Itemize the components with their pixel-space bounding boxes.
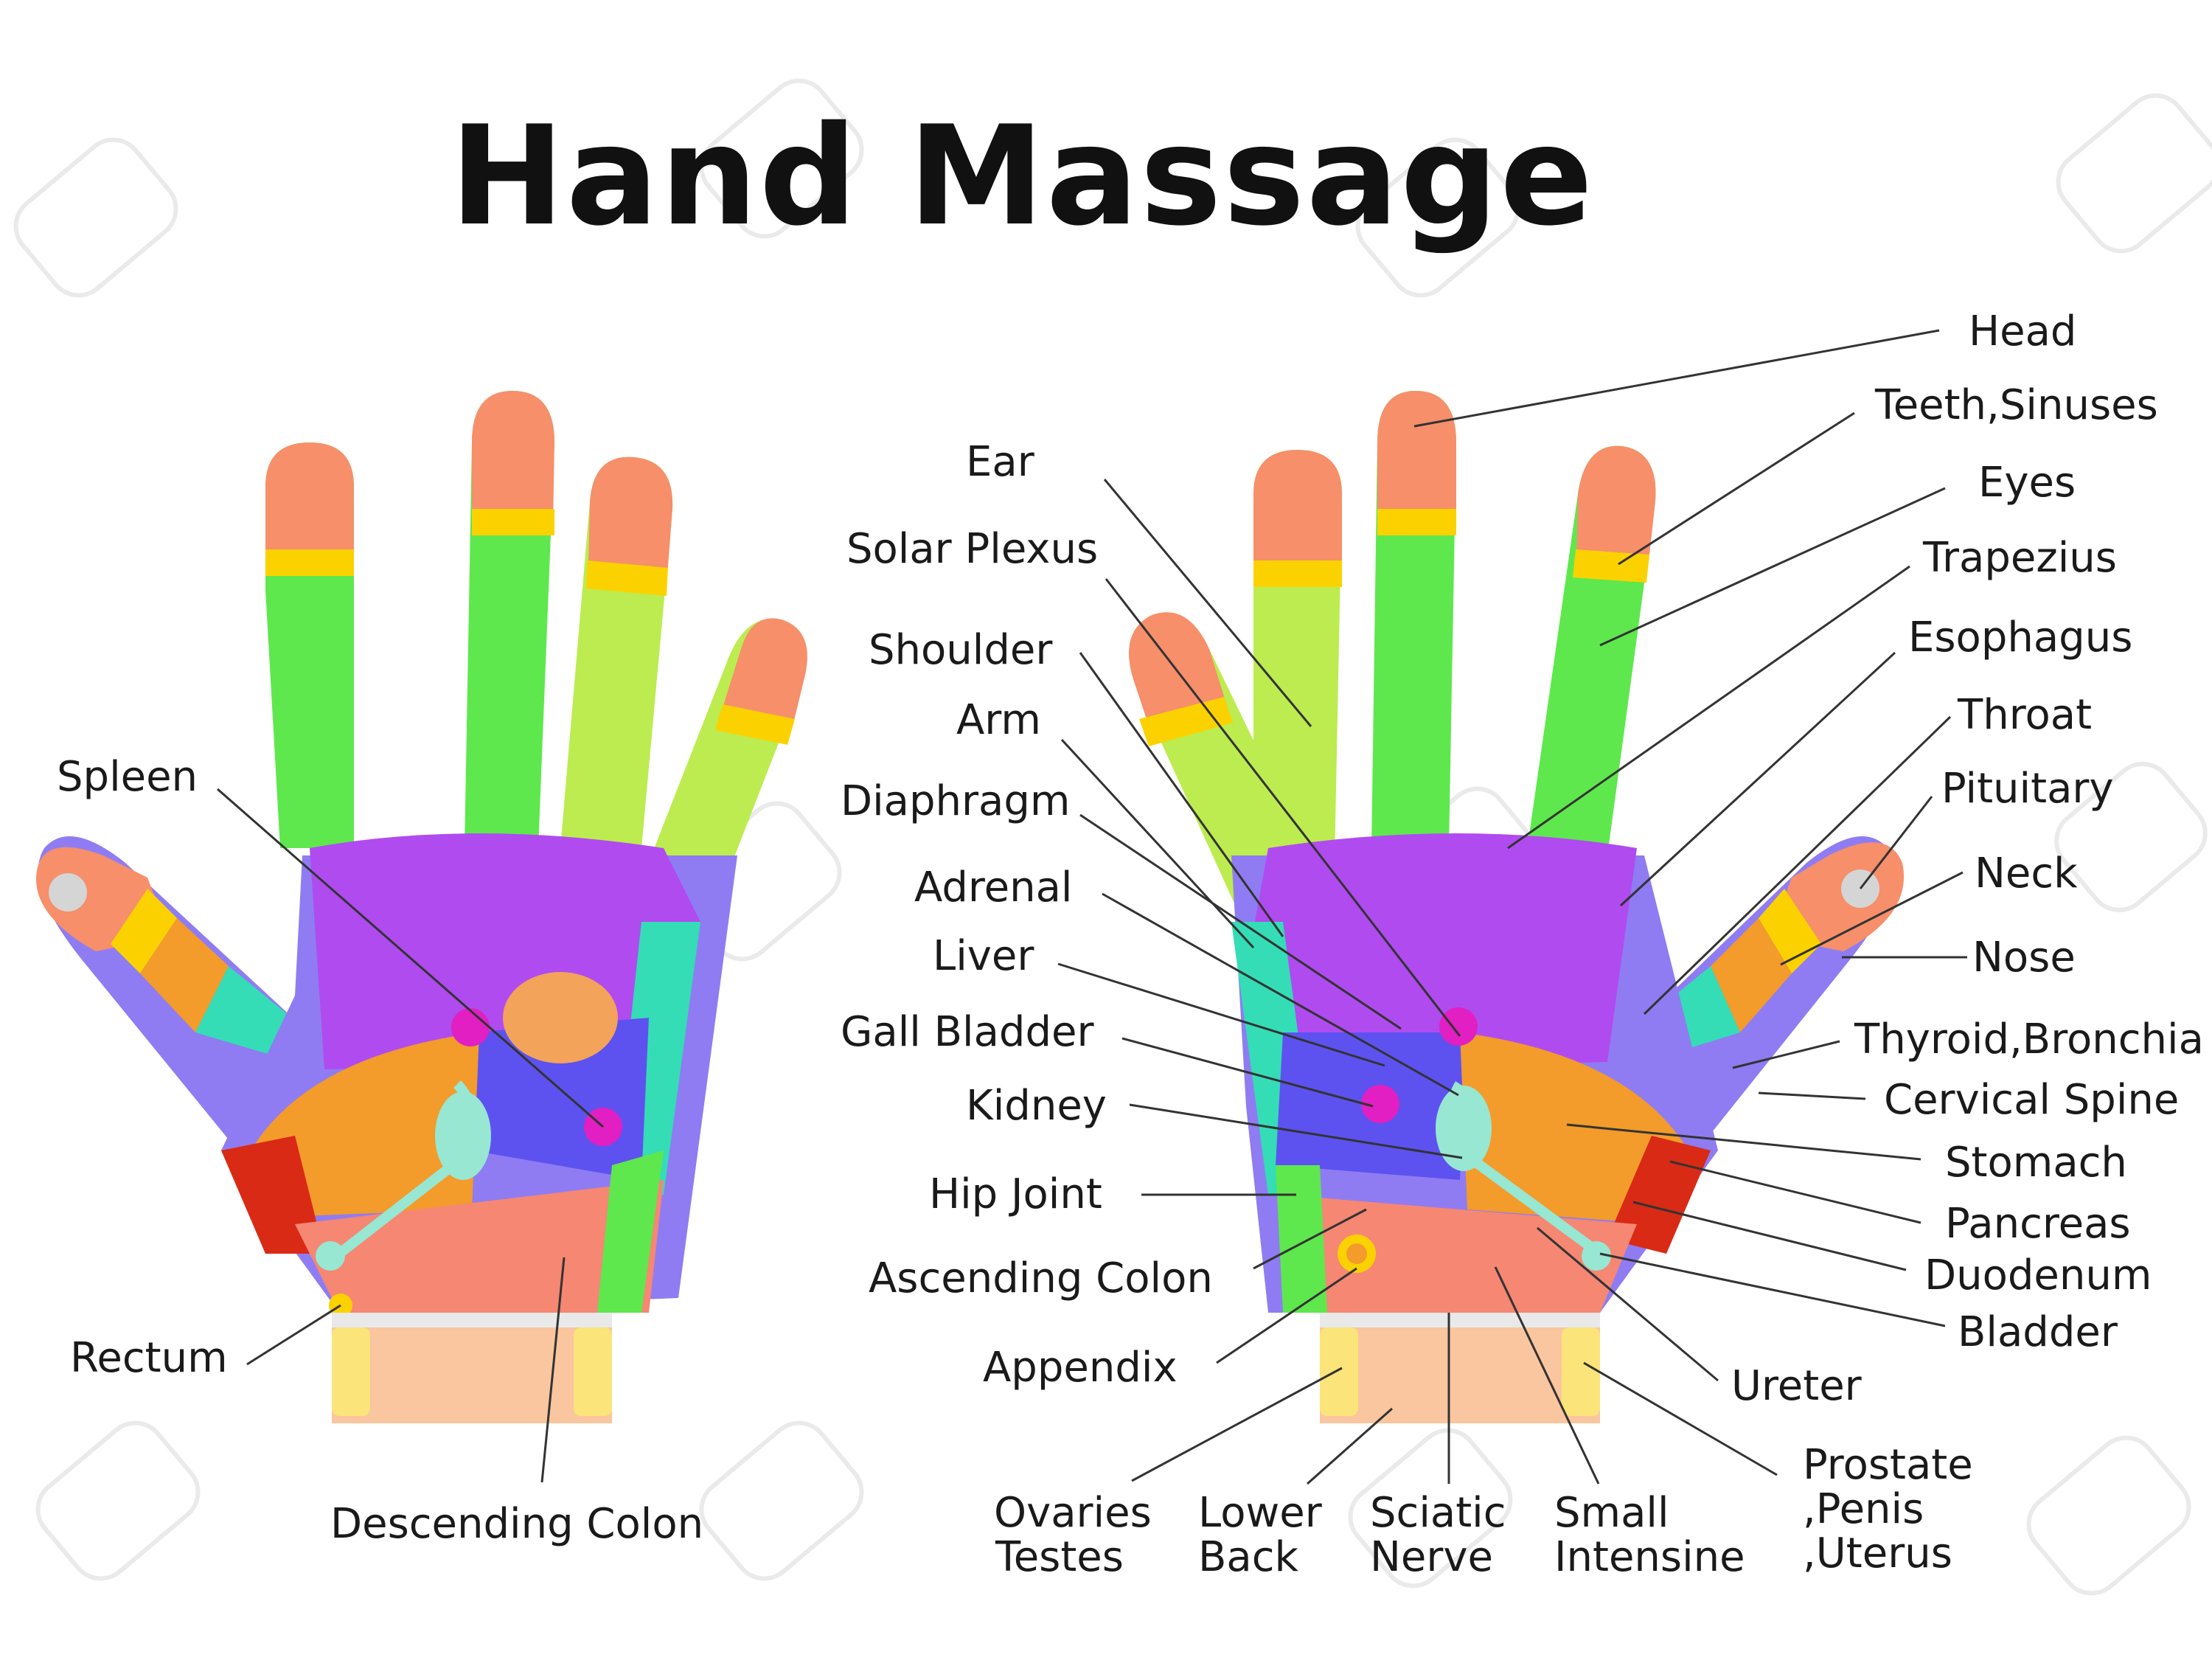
ascending-colon-leader [1253,1208,1367,1270]
watermark-badge [2054,762,2208,912]
label-throat: Throat [1957,691,2092,739]
label-ascending-colon: Ascending Colon [869,1254,1213,1302]
label-neck: Neck [1975,850,2078,898]
watermark-badge [35,1420,201,1581]
watermark-badge [699,78,864,239]
left-finger-index [265,442,354,848]
neck-leader [1780,871,1964,966]
label-kidney: Kidney [966,1082,1107,1130]
shoulder-leader [1079,652,1284,937]
label-ear: Ear [966,438,1035,486]
duodenum-leader [1632,1201,1907,1271]
label-stomach: Stomach [1945,1139,2127,1187]
label-nerve: Nerve [1370,1533,1493,1581]
small-intestine-leader [1494,1266,1600,1485]
label-penis: ,Penis [1803,1485,1924,1533]
watermark-badge [1348,1428,1513,1589]
watermark-badge [2026,1435,2191,1596]
gall-bladder-leader [1121,1037,1374,1108]
right-finger-middle [1371,391,1456,848]
cervical-spine-leader [1758,1091,1866,1100]
label-duodenum: Duodenum [1924,1251,2152,1299]
label-eyes: Eyes [1978,459,2076,507]
label-uterus: ,Uterus [1803,1530,1952,1577]
lower-back-leader [1307,1407,1393,1485]
right-palm [1231,833,1718,1313]
esophagus-leader [1619,651,1896,907]
adrenal-leader [1102,892,1459,1097]
label-ureter: Ureter [1731,1362,1863,1410]
label-cervical-spine: Cervical Spine [1884,1076,2179,1124]
watermark-badge [1355,137,1520,298]
label-descending-colon: Descending Colon [330,1500,703,1548]
label-teeth-sinuses: Teeth,Sinuses [1874,381,2158,429]
kidney-leader [1129,1103,1463,1159]
label-pituitary: Pituitary [1941,765,2114,813]
label-gall-bladder: Gall Bladder [841,1008,1094,1056]
ureter-leader [1537,1226,1719,1382]
right-hand: Ear Solar Plexus Shoulder Arm Diaphragm … [841,308,2204,1581]
label-ovaries: Ovaries [994,1489,1152,1537]
eyes-leader [1599,487,1946,647]
throat-leader [1643,715,1952,1015]
liver-leader [1057,962,1385,1067]
left-wrist [332,1313,612,1423]
label-nose: Nose [1972,934,2076,982]
pituitary-leader [1859,796,1933,889]
right-finger-index [1253,450,1342,863]
page-title: Hand Massage [450,96,1595,256]
solar-plexus-leader [1105,578,1461,1037]
rectum-leader [246,1304,341,1366]
label-adrenal: Adrenal [914,864,1072,912]
thyroid-bronchia-leader [1732,1040,1840,1069]
appendix-leader [1216,1267,1357,1364]
label-small: Small [1554,1489,1669,1537]
label-pancreas: Pancreas [1945,1200,2131,1248]
right-wrist [1320,1313,1600,1423]
stomach-leader [1566,1123,1921,1161]
label-back: Back [1198,1533,1299,1581]
diaphragm-leader [1079,813,1402,1030]
label-rectum: Rectum [70,1334,228,1382]
label-spleen: Spleen [57,753,198,801]
label-thyroid-bronchia: Thyroid,Bronchia [1854,1015,2204,1063]
label-lower: Lower [1198,1489,1323,1537]
label-head: Head [1969,308,2076,355]
label-testes: Testes [995,1533,1124,1581]
bladder-leader [1599,1252,1946,1327]
spleen-leader [217,788,604,1128]
label-diaphragm: Diaphragm [841,777,1070,825]
left-hand: Spleen Rectum Descending Colon [36,391,807,1548]
label-arm: Arm [956,696,1041,744]
head-leader [1413,329,1940,428]
ovaries-testes-leader [1131,1367,1343,1482]
trapezius-leader [1507,565,1910,850]
label-bladder: Bladder [1958,1308,2118,1356]
label-solar-plexus: Solar Plexus [846,525,1098,573]
watermark-badge [13,137,178,298]
label-intensine: Intensine [1554,1533,1745,1581]
teeth-sinuses-leader [1618,412,1855,566]
left-finger-ring [560,456,673,848]
watermark-badge [2056,93,2212,254]
label-shoulder: Shoulder [869,626,1053,674]
label-trapezius: Trapezius [1922,534,2117,582]
label-hip-joint: Hip Joint [929,1170,1102,1218]
ear-leader [1103,479,1312,727]
arm-leader [1060,738,1255,949]
descending-colon-leader [540,1257,566,1483]
watermark-badge [699,1420,864,1581]
label-appendix: Appendix [983,1344,1178,1392]
left-finger-middle [465,391,554,848]
label-esophagus: Esophagus [1908,614,2132,662]
label-liver: Liver [933,932,1034,980]
right-finger-ring [1526,445,1656,855]
label-prostate: Prostate [1803,1441,1973,1489]
prostate-leader [1583,1361,1778,1476]
left-palm [221,833,737,1317]
pancreas-leader [1669,1160,1921,1224]
label-sciatic: Sciatic [1370,1489,1506,1537]
